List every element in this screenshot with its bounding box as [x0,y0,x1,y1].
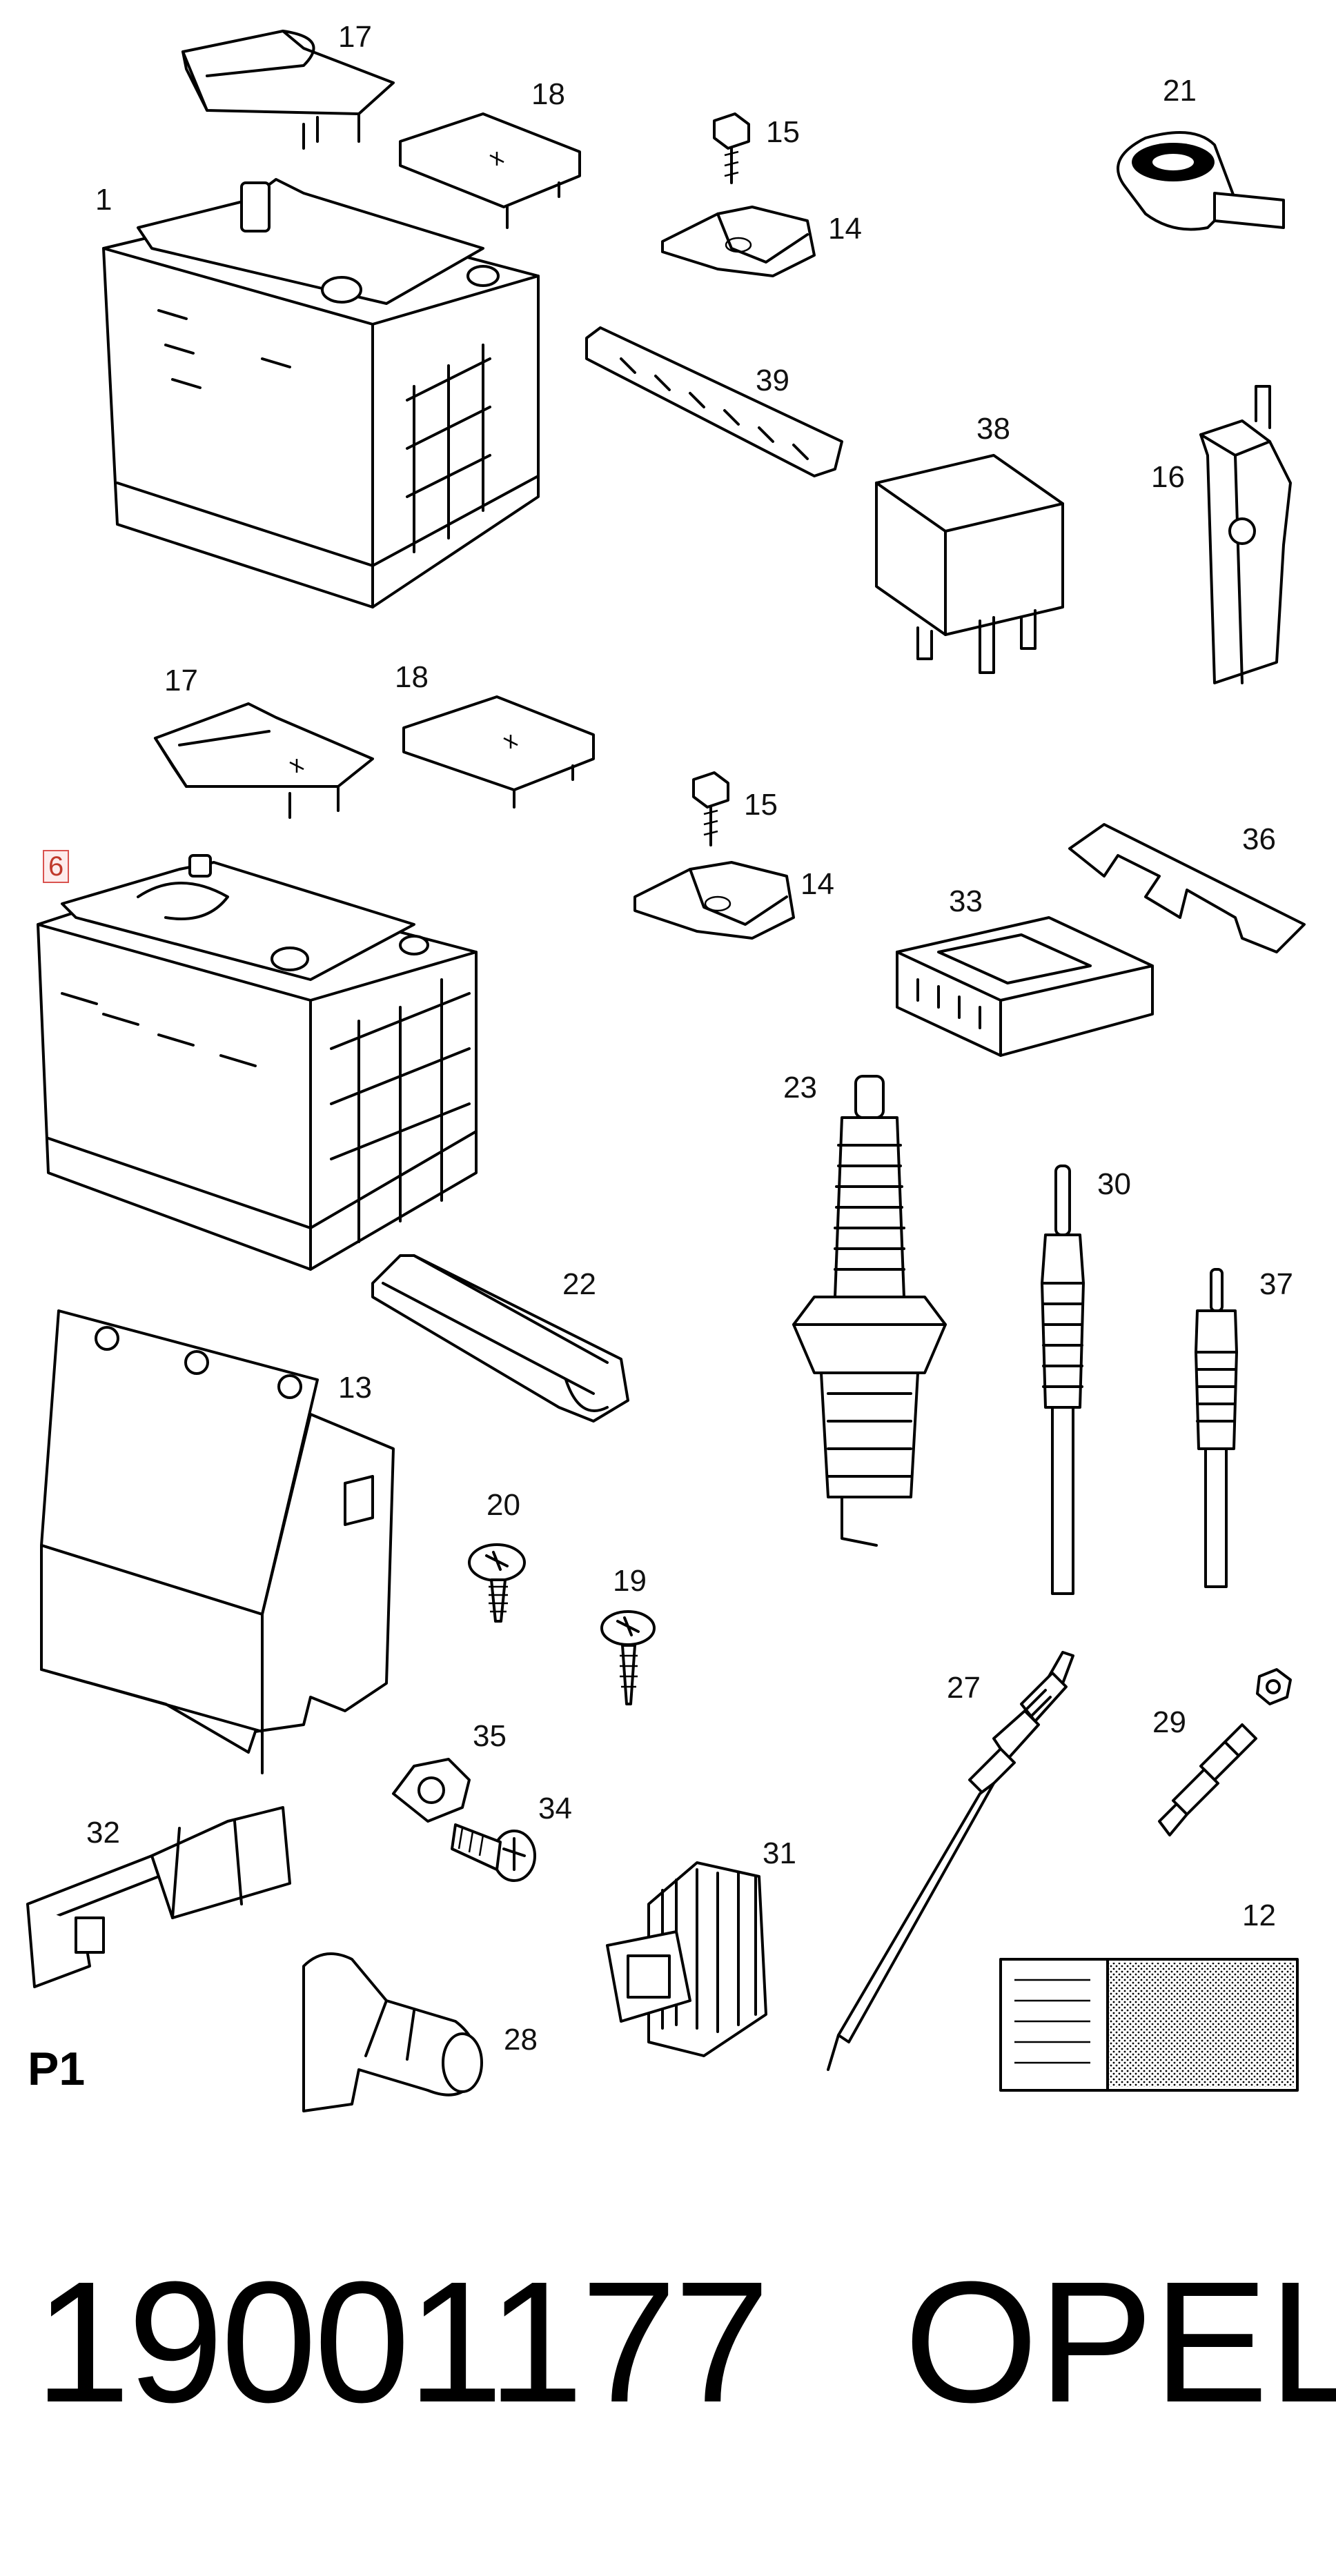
callout-38: 38 [976,412,1010,446]
callout-33: 33 [949,884,983,918]
callout-23: 23 [783,1071,817,1104]
part-39-terminal-strip [585,326,843,477]
part-34-bolt [451,1823,536,1882]
part-31-heat-sink-module [606,1861,767,2057]
part-18-plate-mid [402,695,595,809]
callout-37: 37 [1259,1267,1293,1301]
callout-31: 31 [763,1836,796,1870]
part-35-nut [392,1758,471,1823]
part-33-control-module [896,916,1154,1057]
part-12-label-sticker [999,1958,1299,2092]
callout-12: 12 [1242,1899,1276,1932]
part-1-battery [102,178,540,608]
callout-17-top: 17 [338,20,372,54]
part-number: 19001177 [35,2246,770,2438]
part-14-clip-top [661,206,816,277]
part-22-edge-strip [371,1254,629,1423]
callout-22: 22 [562,1267,596,1301]
page-label: P1 [28,2043,86,2095]
part-29-glow-plug-nut [1158,1668,1292,1836]
callout-27: 27 [947,1671,981,1705]
part-14-clip-mid [633,861,795,940]
part-28-spark-plug-boot [302,1952,483,2112]
part-30-glow-plug [1041,1165,1085,1595]
part-6-battery [37,854,478,1271]
callout-20: 20 [487,1488,520,1522]
callout-14-top: 14 [828,212,862,246]
callout-29: 29 [1152,1705,1186,1739]
callout-19: 19 [613,1564,647,1598]
callout-28: 28 [504,2023,538,2057]
part-20-screw [468,1543,526,1623]
callout-21: 21 [1163,74,1197,108]
callout-13: 13 [338,1371,372,1405]
callout-6-highlighted[interactable]: 6 [43,850,70,883]
part-16-mounting-block [1199,385,1292,684]
callout-36: 36 [1242,822,1276,856]
part-13-battery-box [40,1309,395,1774]
part-18-plate-top [399,112,581,229]
part-17-cover-bracket-mid [154,702,374,819]
part-36-fuse-strip [1068,823,1306,953]
callout-17-mid: 17 [164,664,198,697]
callout-18-mid: 18 [395,660,429,694]
part-15-bolt-mid [692,771,729,846]
callout-16: 16 [1151,460,1185,494]
callout-15-top: 15 [766,115,800,149]
callout-18-top: 18 [531,77,565,111]
brand-name: OPEL [904,2246,1336,2438]
callout-39: 39 [756,364,789,397]
callout-34: 34 [538,1792,572,1825]
part-21-tape-roll [1117,131,1285,231]
callout-32: 32 [86,1816,120,1850]
callout-15-mid: 15 [744,788,778,822]
part-37-glow-plug [1195,1268,1238,1588]
part-15-bolt-top [713,112,750,184]
callout-30: 30 [1097,1167,1131,1201]
part-19-screw [600,1610,656,1705]
callout-14-mid: 14 [800,867,834,901]
part-38-relay [875,454,1064,674]
part-23-spark-plug [792,1075,947,1547]
part-27-glow-plug [827,1651,1074,2071]
callout-35: 35 [473,1719,507,1753]
part-17-cover-bracket-top [181,30,395,150]
callout-1: 1 [95,183,112,217]
part-32-bracket [26,1806,291,1988]
